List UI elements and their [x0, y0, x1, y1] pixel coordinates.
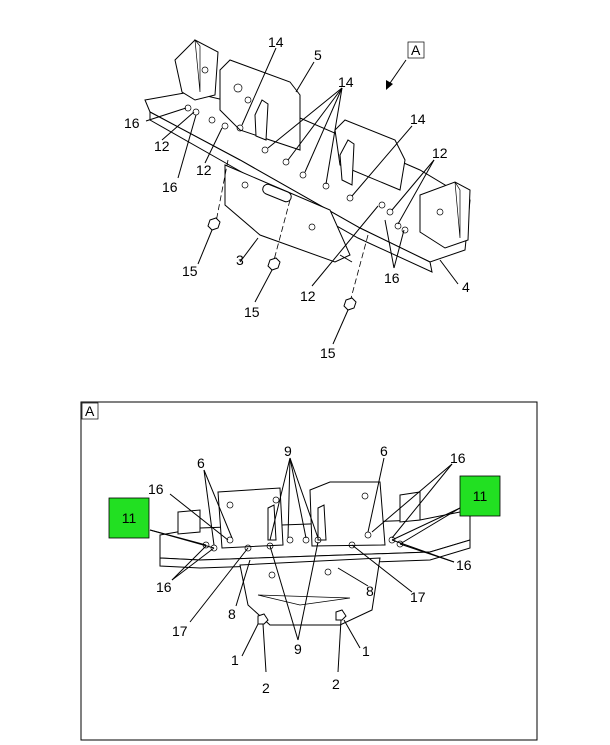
- callout-15: 15: [182, 263, 198, 279]
- callout-16: 16: [156, 579, 172, 595]
- callout-16: 16: [162, 179, 178, 195]
- callout-4: 4: [462, 279, 470, 295]
- callout-3: 3: [236, 252, 244, 268]
- callout-11: 11: [122, 510, 137, 526]
- callout-14: 14: [268, 34, 284, 50]
- callout-17: 17: [410, 589, 426, 605]
- detail-a-view: [108, 457, 501, 673]
- callout-box-11-left: [108, 497, 150, 539]
- callout-box-11-right: [459, 475, 501, 517]
- callout-17: 17: [172, 623, 188, 639]
- callout-11: 11: [473, 488, 488, 504]
- main-callouts: A 14 5 14 16 12 16 12 14 12 16 15 3 15 1…: [124, 34, 470, 361]
- callout-12: 12: [196, 162, 212, 178]
- detail-callouts: 9 6 6 16 16 11 11 16 16 17 8 8 17 9 1 1 …: [122, 443, 488, 696]
- callout-15: 15: [320, 345, 336, 361]
- callout-16: 16: [148, 481, 164, 497]
- detail-a-label: A: [85, 403, 95, 419]
- callout-6: 6: [197, 455, 205, 471]
- callout-2: 2: [332, 676, 340, 692]
- callout-6: 6: [380, 443, 388, 459]
- callout-14: 14: [410, 111, 426, 127]
- callout-1: 1: [231, 652, 239, 668]
- main-exploded-view: [144, 38, 471, 345]
- callout-12: 12: [154, 138, 170, 154]
- callout-14: 14: [338, 74, 354, 90]
- callout-2: 2: [262, 680, 270, 696]
- callout-16: 16: [456, 557, 472, 573]
- callout-16: 16: [450, 450, 466, 466]
- callout-5: 5: [314, 47, 322, 63]
- callout-9: 9: [294, 641, 302, 657]
- callout-15: 15: [244, 304, 260, 320]
- callout-8: 8: [228, 606, 236, 622]
- callout-12: 12: [300, 288, 316, 304]
- callout-1: 1: [362, 643, 370, 659]
- view-a-label: A: [411, 42, 421, 58]
- callout-12: 12: [432, 145, 448, 161]
- callout-8: 8: [366, 583, 374, 599]
- callout-9: 9: [284, 443, 292, 459]
- callout-16: 16: [124, 115, 140, 131]
- detail-a-frame: A: [80, 401, 538, 741]
- callout-16: 16: [384, 270, 400, 286]
